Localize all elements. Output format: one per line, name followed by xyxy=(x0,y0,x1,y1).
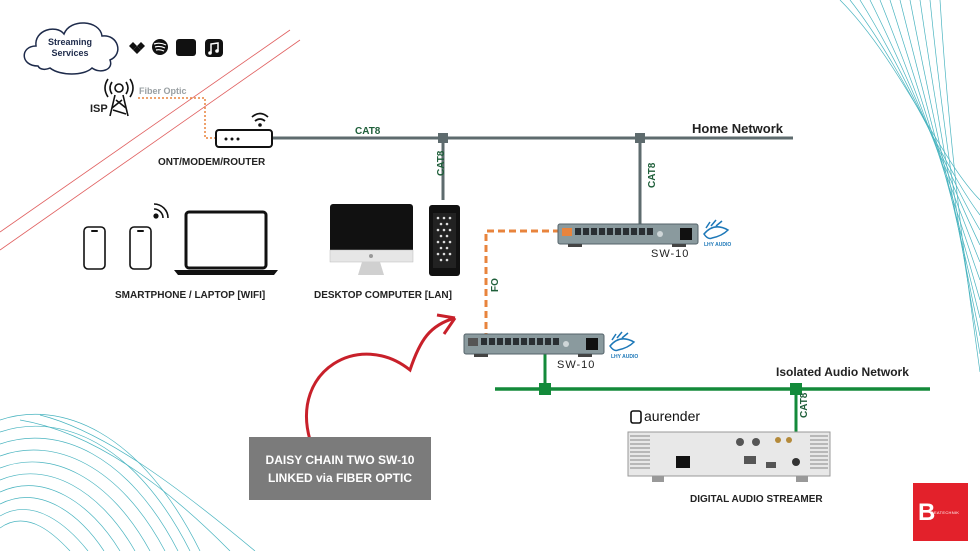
laptop-icon xyxy=(174,210,278,275)
switch-bottom-brand: LHY AUDIO xyxy=(611,354,639,360)
switch-bottom-label: SW-10 xyxy=(557,359,596,371)
switch-top-brand: LHY AUDIO xyxy=(704,242,732,248)
switch-bottom-icon xyxy=(463,333,605,357)
home-network-label: Home Network xyxy=(692,121,784,136)
switch-top-icon xyxy=(557,223,699,247)
drop-cable-right-label: CAT8 xyxy=(647,162,658,188)
tidal-icon xyxy=(129,42,145,54)
lhy-audio-logo-bottom xyxy=(609,331,636,352)
router-label: ONT/MODEM/ROUTER xyxy=(158,157,266,168)
junction-right xyxy=(635,133,645,143)
switch-top-label: SW-10 xyxy=(651,248,690,260)
desktop-label: DESKTOP COMPUTER [LAN] xyxy=(314,290,452,301)
cloud-label-line2: Services xyxy=(51,48,89,58)
streamer-device-icon xyxy=(627,431,831,482)
lhy-audio-logo-top xyxy=(703,219,730,240)
decorative-diagonal-lines xyxy=(0,29,301,251)
wifi-icon xyxy=(153,203,169,219)
junction-audio-right xyxy=(790,383,802,395)
junction-left xyxy=(438,133,448,143)
decorative-waves-bottom-left xyxy=(0,413,256,551)
apple-music-icon xyxy=(205,39,223,57)
callout-arrow xyxy=(305,316,456,441)
isp-label: ISP xyxy=(90,103,108,115)
fiber-optic-link xyxy=(468,229,560,342)
isp-link-label: Fiber Optic xyxy=(139,86,187,96)
fiber-link-label: FO xyxy=(490,278,501,292)
brand-logo-letter: B xyxy=(918,499,936,526)
callout-line2: LINKED via FIBER OPTIC xyxy=(267,470,413,485)
desktop-monitor-icon xyxy=(329,204,414,275)
amazon-music-icon xyxy=(176,39,196,56)
junction-audio-left xyxy=(539,383,551,395)
drop-cable-left-label: CAT8 xyxy=(436,150,447,176)
router-icon xyxy=(215,112,273,148)
spotify-icon xyxy=(152,39,168,55)
brand-logo-text: BEATECHNIK xyxy=(931,510,960,515)
audio-network-label: Isolated Audio Network xyxy=(776,365,909,379)
cloud-label-line1: Streaming xyxy=(47,37,92,47)
streamer-brand: aurender xyxy=(644,408,701,424)
smartphone-icon-2 xyxy=(129,226,152,270)
streamer-label: DIGITAL AUDIO STREAMER xyxy=(690,494,823,505)
cloud-icon xyxy=(23,22,119,75)
home-network-cable-label: CAT8 xyxy=(355,126,381,137)
desktop-tower-icon xyxy=(429,205,460,276)
isp-fiber-link xyxy=(138,97,216,139)
audio-network-cable-label: CAT8 xyxy=(799,392,810,418)
aurender-logo-icon xyxy=(630,410,642,424)
wifi-devices-label: SMARTPHONE / LAPTOP [WIFI] xyxy=(115,290,266,301)
callout-line1: DAISY CHAIN TWO SW-10 xyxy=(265,452,415,467)
decorative-waves-top-right xyxy=(839,0,980,373)
isp-tower-icon xyxy=(104,78,134,117)
cloud-label: Streaming Services xyxy=(30,37,110,59)
callout-box: DAISY CHAIN TWO SW-10 LINKED via FIBER O… xyxy=(249,437,431,500)
smartphone-icon-1 xyxy=(83,226,106,270)
brand-logo-badge: B BEATECHNIK xyxy=(913,483,968,541)
